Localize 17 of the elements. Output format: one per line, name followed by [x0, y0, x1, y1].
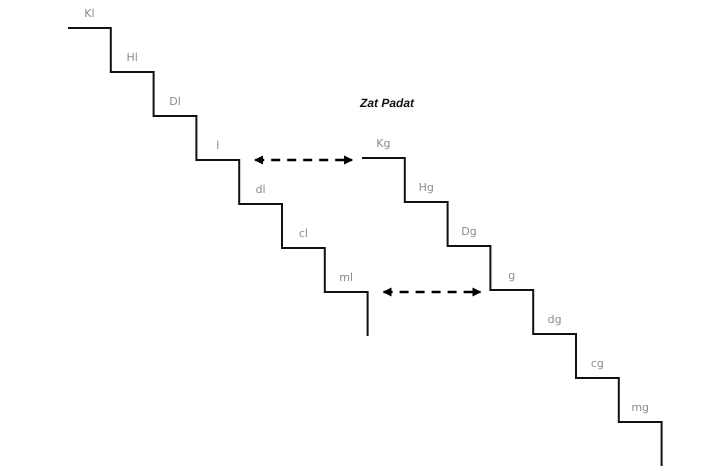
unit-label: dl — [239, 178, 282, 200]
unit-label: cl — [282, 222, 325, 244]
unit-label: Dg — [448, 220, 490, 242]
unit-label: Dl — [154, 90, 196, 112]
unit-label: l — [196, 134, 240, 156]
unit-label: cg — [576, 352, 619, 374]
unit-label: Kg — [362, 132, 405, 154]
unit-label: ml — [324, 266, 368, 288]
title: Zat Padat — [360, 96, 414, 110]
unit-label: Kl — [68, 2, 111, 24]
double-arrow — [382, 287, 482, 297]
double-arrow — [254, 155, 354, 165]
unit-label: g — [490, 264, 534, 286]
unit-label: mg — [618, 396, 662, 418]
unit-label: Hl — [110, 46, 154, 68]
unit-label: Hg — [404, 176, 448, 198]
unit-label: dg — [533, 308, 576, 330]
